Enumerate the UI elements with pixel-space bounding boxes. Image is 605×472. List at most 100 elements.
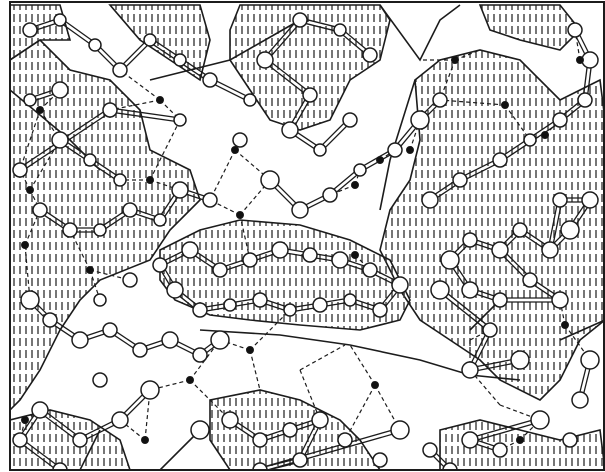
atom-86	[32, 402, 48, 418]
atom-69	[492, 242, 508, 258]
atom-81	[462, 362, 478, 378]
atom-14	[282, 122, 298, 138]
atom-49	[392, 277, 408, 293]
atom-40	[172, 182, 188, 198]
atom-60	[43, 313, 57, 327]
atom-65	[193, 348, 207, 362]
atom-10	[293, 13, 307, 27]
atom-106	[13, 163, 27, 177]
atom-101	[563, 433, 577, 447]
water-dot-24	[21, 416, 28, 423]
atom-3	[89, 39, 101, 51]
atom-52	[313, 298, 327, 312]
atom-32	[52, 132, 68, 148]
atom-26	[493, 153, 507, 167]
atom-62	[103, 323, 117, 337]
atom-24	[422, 192, 438, 208]
atom-16	[343, 113, 357, 127]
water-dot-1	[36, 106, 43, 113]
atom-37	[94, 224, 106, 236]
atom-75	[523, 273, 537, 287]
atom-83	[141, 381, 159, 399]
atom-105	[24, 94, 36, 106]
atom-4	[113, 63, 127, 77]
atom-91	[283, 423, 297, 437]
atom-20	[354, 164, 366, 176]
atom-84	[112, 412, 128, 428]
atom-21	[388, 143, 402, 157]
atom-17	[261, 171, 279, 189]
atom-38	[123, 203, 137, 217]
atom-95	[391, 421, 409, 439]
atom-35	[33, 203, 47, 217]
atom-41	[203, 193, 217, 207]
water-dot-12	[451, 56, 458, 63]
atom-78	[462, 282, 478, 298]
atom-89	[222, 412, 238, 428]
atom-80	[483, 323, 497, 337]
atom-59	[21, 291, 39, 309]
atom-68	[463, 233, 477, 247]
atom-109	[233, 133, 247, 147]
water-dot-10	[376, 156, 383, 163]
atom-6	[174, 54, 186, 66]
atom-11	[334, 24, 346, 36]
atom-25	[453, 173, 467, 187]
water-dot-2	[156, 96, 163, 103]
water-dot-15	[501, 101, 508, 108]
atom-8	[244, 94, 256, 106]
atom-100	[531, 411, 549, 429]
atom-76	[552, 292, 568, 308]
atom-12	[363, 48, 377, 62]
hatched-region-10	[480, 5, 580, 50]
atom-64	[162, 332, 178, 348]
hbond-9	[330, 120, 420, 195]
water-dot-21	[141, 436, 148, 443]
atom-33	[84, 154, 96, 166]
atom-73	[582, 192, 598, 208]
atom-18	[292, 202, 308, 218]
water-dot-4	[236, 211, 243, 218]
atom-30	[582, 52, 598, 68]
atom-2	[54, 14, 66, 26]
atom-93	[293, 453, 307, 467]
atom-43	[213, 263, 227, 277]
water-dot-16	[351, 251, 358, 258]
atom-55	[224, 299, 236, 311]
atom-70	[513, 223, 527, 237]
water-dot-7	[21, 241, 28, 248]
water-dot-13	[541, 131, 548, 138]
atom-31	[568, 23, 582, 37]
atom-5	[144, 34, 156, 46]
water-dot-9	[351, 181, 358, 188]
atom-50	[373, 303, 387, 317]
atom-13	[303, 88, 317, 102]
water-dot-19	[516, 436, 523, 443]
atom-115	[373, 453, 387, 467]
atom-53	[284, 304, 296, 316]
atom-107	[103, 103, 117, 117]
atom-99	[493, 443, 507, 457]
atom-51	[344, 294, 356, 306]
atom-54	[253, 293, 267, 307]
hatched-region-4	[230, 5, 390, 130]
atom-87	[13, 433, 27, 447]
atom-79	[431, 281, 449, 299]
atom-98	[462, 432, 478, 448]
atom-44	[243, 253, 257, 267]
atom-114	[338, 433, 352, 447]
atom-77	[493, 293, 507, 307]
water-dot-17	[186, 376, 193, 383]
water-dot-6	[26, 186, 33, 193]
atom-57	[167, 282, 183, 298]
atom-42	[182, 242, 198, 258]
atom-110	[123, 273, 137, 287]
atom-108	[174, 114, 186, 126]
atom-9	[257, 52, 273, 68]
atom-103	[572, 392, 588, 408]
water-dot-20	[561, 321, 568, 328]
boundary-line-3	[380, 5, 460, 60]
atom-61	[72, 332, 88, 348]
